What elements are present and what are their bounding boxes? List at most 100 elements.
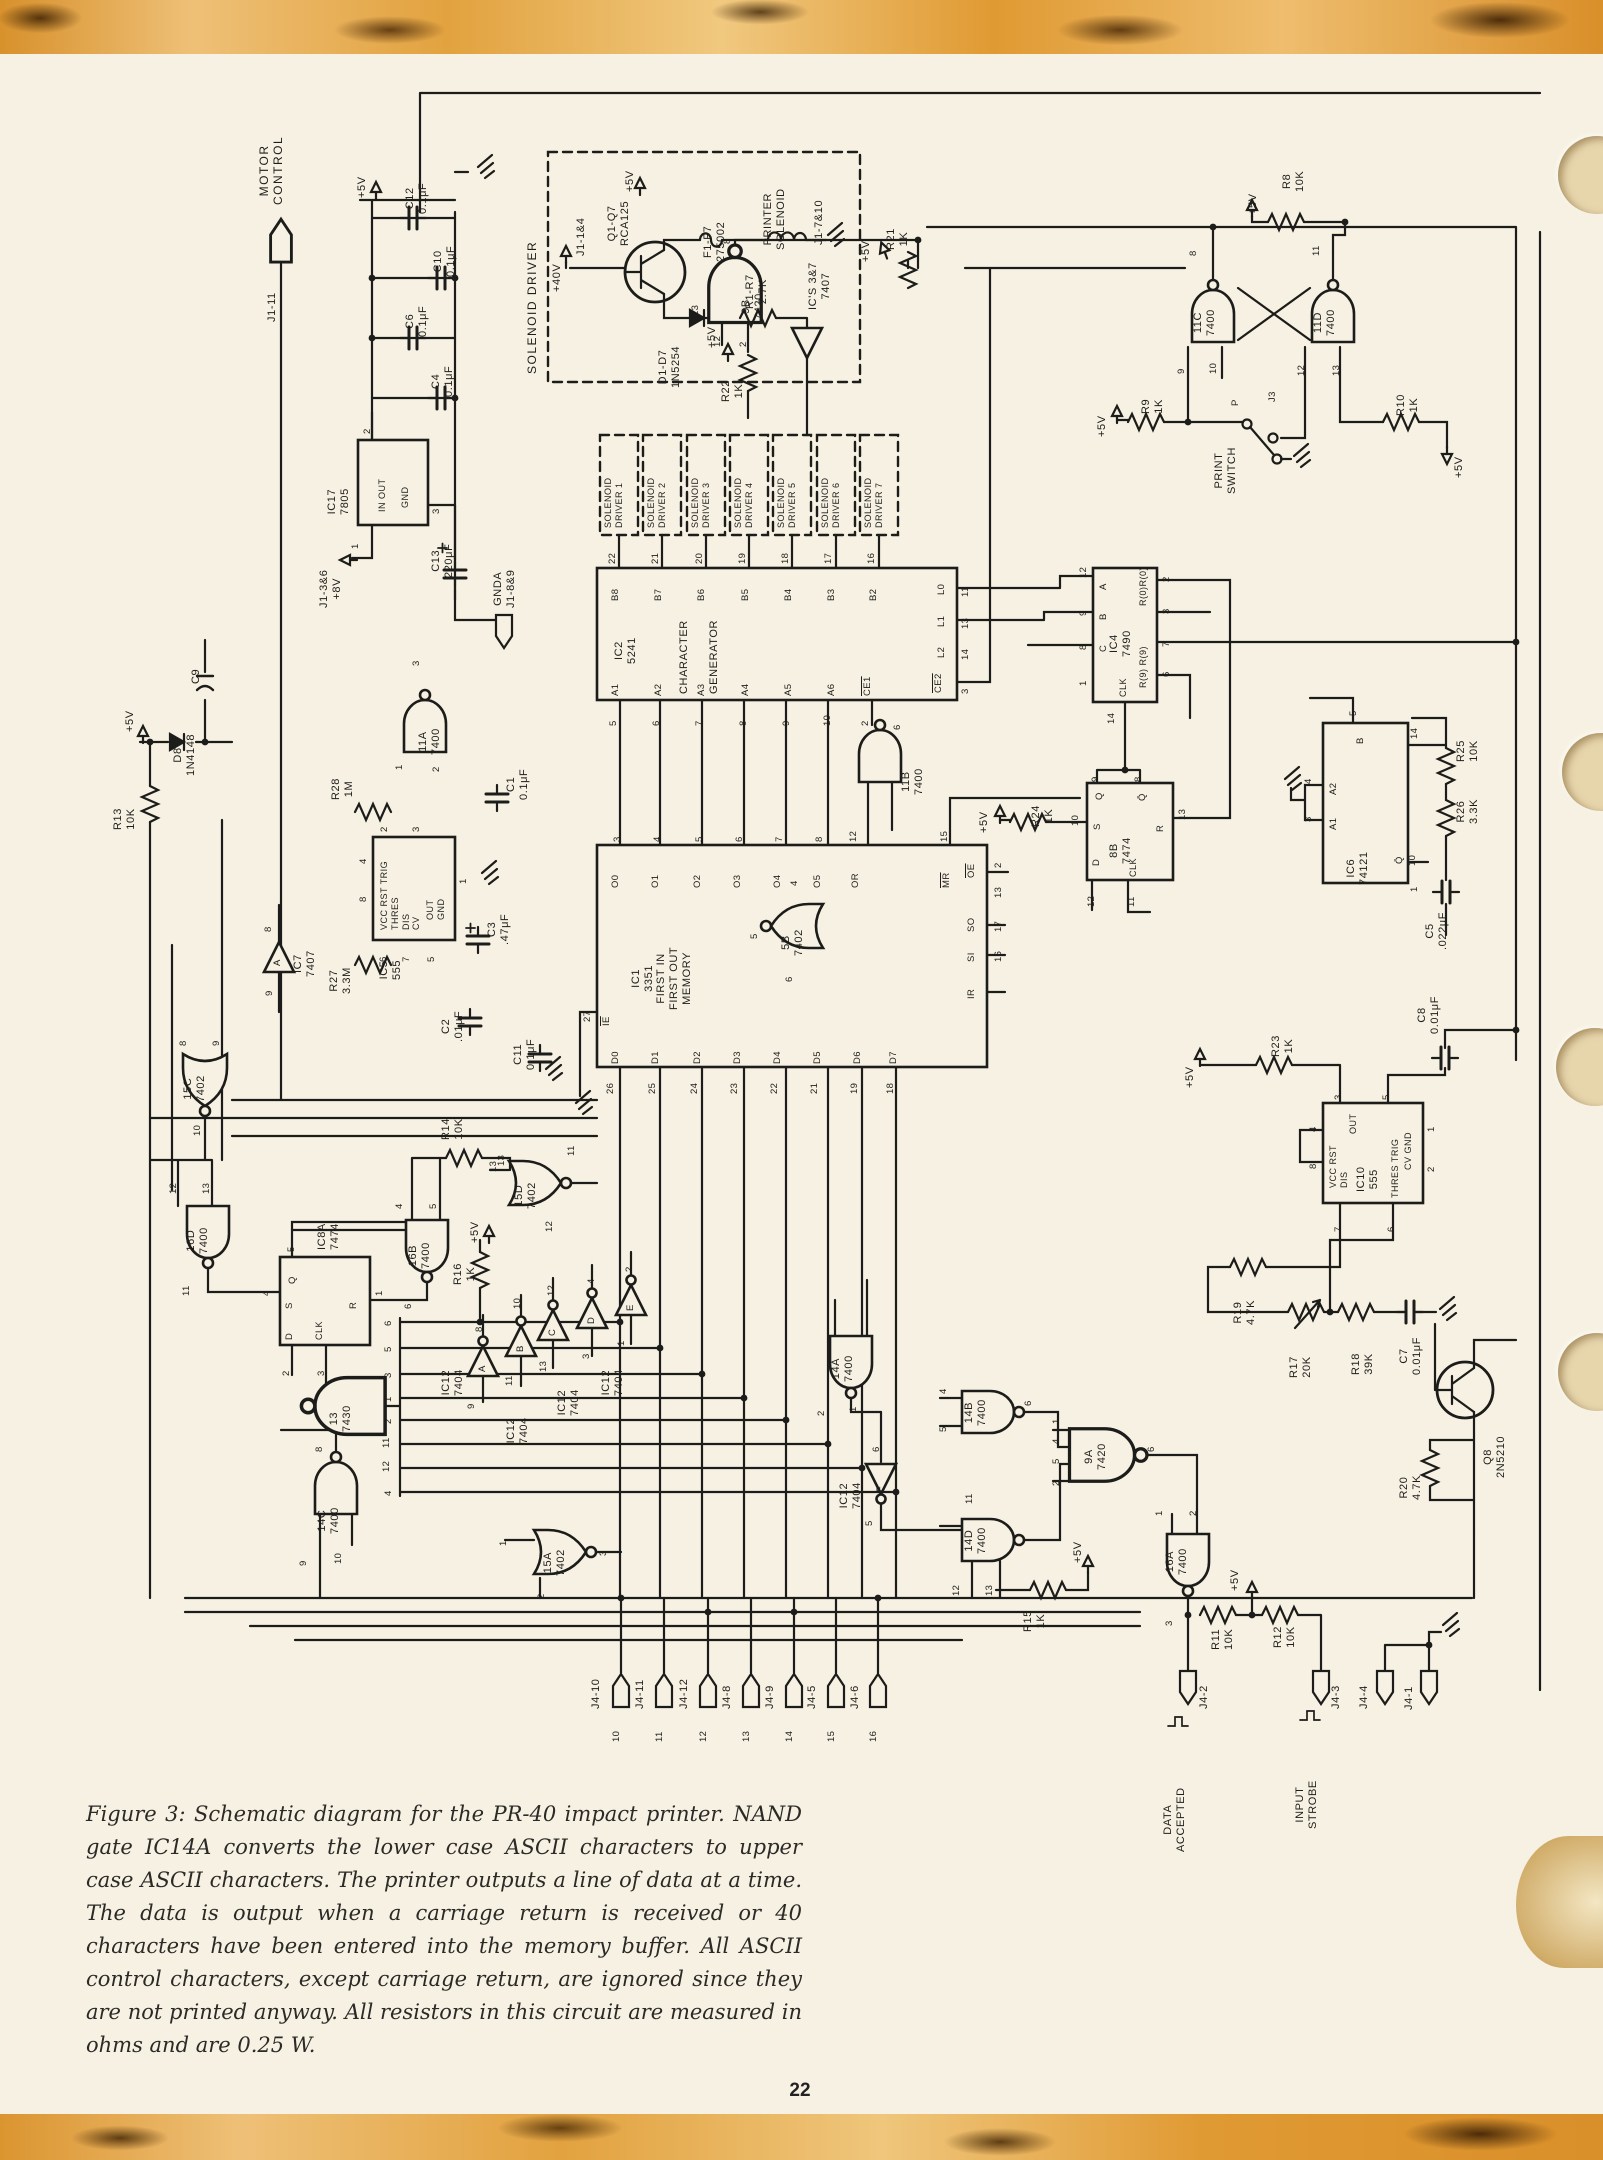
ic1-pin-ie: IE	[601, 1016, 612, 1026]
ic1-pin-d6: D6	[852, 1051, 863, 1064]
pin-label: 2	[362, 428, 373, 434]
pin-label: 21	[809, 1082, 820, 1094]
pin-label: 18	[885, 1082, 896, 1094]
j4-pin: 10	[611, 1730, 622, 1742]
inv-letter-b: B	[515, 1345, 526, 1352]
inv-letter-e: E	[625, 1304, 636, 1311]
pin-label: 12	[1078, 566, 1089, 578]
resistor-r11	[1198, 1605, 1238, 1625]
pin-label: 3	[1303, 816, 1314, 822]
ic-boxes	[278, 438, 1425, 1347]
pin-label: 8	[722, 238, 733, 244]
label-buffer-a: A	[272, 959, 283, 966]
pin-label: 4	[652, 836, 663, 842]
pin-label: 10	[333, 1552, 344, 1564]
connector-j4-4-arrow	[1375, 1669, 1395, 1706]
label-r10: R10 1K	[1395, 394, 1420, 416]
pin-label: 12	[1086, 895, 1097, 907]
ic1-pin-o5: O5	[812, 874, 823, 888]
pin-label: 3	[431, 508, 442, 514]
adjacent-page-edge-top	[0, 0, 1603, 54]
ic2-pin-a3: A3	[696, 683, 707, 696]
pin-label: 1	[1078, 680, 1089, 686]
pin-label: 4	[394, 1203, 405, 1209]
j4-pin: 13	[741, 1730, 752, 1742]
pin-label: 15	[939, 830, 950, 842]
j4-pin: 14	[784, 1730, 795, 1742]
label-ic11b: 11B 7400	[900, 768, 925, 795]
label-ic15c: 15C 7402	[182, 1075, 207, 1102]
pin-label: 11	[960, 586, 971, 597]
label-r12: R12 10K	[1272, 1626, 1297, 1648]
pin-label: 8	[178, 1040, 189, 1046]
pin-label: 3	[1161, 608, 1172, 614]
pin-label: 12	[848, 830, 859, 842]
buffer-7407-solenoid	[790, 326, 824, 360]
label-plus5v: +5V	[1247, 193, 1259, 215]
pin-label: 4	[938, 1388, 949, 1394]
label-c13: C13 220μF	[430, 543, 455, 578]
pin-label: 1	[1409, 886, 1420, 892]
pin-label: 16	[993, 950, 1004, 962]
connector-j4-3-arrow	[1311, 1669, 1331, 1706]
inv-letter-c: C	[547, 1328, 558, 1336]
inverter-ic12-f	[864, 1462, 898, 1505]
pin-label: 6	[892, 724, 903, 730]
ic4-7490-box	[1091, 566, 1159, 704]
pin-label: 2	[536, 1593, 547, 1599]
resistor-r20	[1420, 1448, 1440, 1488]
pin-label: 10	[1407, 854, 1418, 866]
ic8a-d: D	[284, 1332, 295, 1340]
pin-label: 6	[784, 976, 795, 982]
pin-label: 4	[358, 858, 369, 864]
ic6-qbar: Q̄	[1394, 856, 1405, 864]
ic8b-qbar: Q̄	[1137, 793, 1148, 801]
ic4-r9: R(9) R(9)	[1138, 646, 1148, 688]
ic2-pin-ce2: CE2	[933, 673, 944, 693]
connector-j4-1-arrow	[1419, 1669, 1439, 1706]
label-c2: C2 .01μF	[440, 1010, 465, 1042]
label-r23: R23 1K	[1270, 1035, 1295, 1057]
label-plus5v: +5V	[1229, 1569, 1241, 1591]
pin-label: 8	[314, 1446, 325, 1452]
pin-label: 12	[546, 1284, 557, 1296]
pin-label: 9	[211, 1040, 222, 1046]
pin-label: 7	[1161, 641, 1172, 647]
label-j4-3: J4-3	[1330, 1685, 1342, 1709]
label-ic12-f: IC12 7404	[838, 1482, 863, 1509]
label-ic4: IC4 7490	[1108, 630, 1133, 657]
ic4-pin-a: A	[1098, 583, 1109, 590]
pin-label: 6	[1146, 1446, 1157, 1452]
pin-label: 5	[864, 1520, 875, 1526]
inv-letter-f: F	[875, 1485, 886, 1492]
label-ic1-fifo: IC1 3351 FIRST IN FIRST OUT MEMORY	[630, 946, 693, 1010]
pin-label: 27	[582, 1010, 593, 1022]
label-j4-4: J4-4	[1358, 1685, 1370, 1709]
pin-label: 9	[466, 1403, 477, 1409]
label-ic17-inout: IN OUT	[377, 478, 387, 513]
pin-label: 4	[789, 880, 800, 886]
pin-label: 6	[734, 836, 745, 842]
pin-label: 5	[938, 1426, 949, 1432]
label-solenoid-driver-2: SOLENOID DRIVER 2	[646, 477, 667, 528]
pin-label: 12	[1296, 364, 1307, 376]
label-j4-1: J4-1	[1403, 1686, 1415, 1710]
ic10-internal-thres: THRES TRIG	[1390, 1138, 1400, 1198]
inv-letter-d: D	[586, 1316, 597, 1324]
pin-label: 1	[1154, 1510, 1165, 1516]
figure-caption: Figure 3: Schematic diagram for the PR-4…	[86, 1802, 802, 2057]
pin-label: 12	[544, 1220, 555, 1232]
label-d8: D8 1N4148	[172, 733, 197, 776]
label-ic8a: IC8A 7474	[316, 1223, 341, 1250]
switch-contact	[1271, 453, 1283, 465]
pin-label: 12	[712, 335, 723, 347]
label-ic17-gnd: GND	[400, 486, 410, 509]
pin-label: 3	[581, 1353, 592, 1359]
pin-label: 5	[608, 720, 619, 726]
label-c10: C10 0.1μF	[432, 245, 457, 277]
label-ic2: IC2 5241	[613, 637, 638, 664]
label-ic6: IC6 74121	[1345, 851, 1370, 885]
pin-label: 1	[458, 878, 469, 884]
label-ic13-7430: 13 7430	[328, 1405, 353, 1432]
pin-label: 7	[694, 720, 705, 726]
